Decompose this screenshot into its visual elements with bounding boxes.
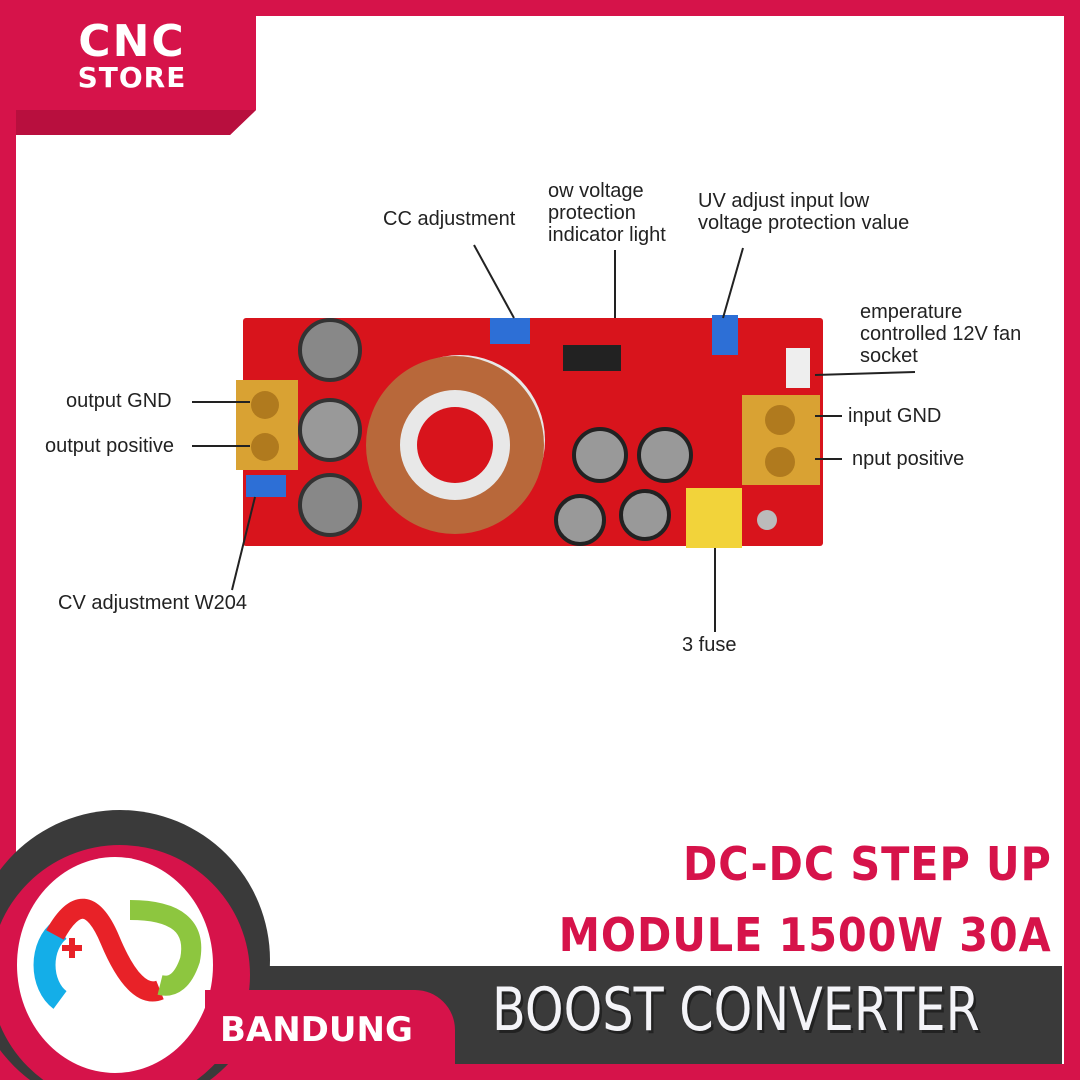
label-line: emperature <box>860 301 963 323</box>
product-title-line2: MODULE 1500W 30A <box>559 908 1052 962</box>
label-line: controlled 12V fan <box>860 323 1022 345</box>
label-line: UV adjust input low <box>698 190 870 212</box>
fuses <box>686 488 742 548</box>
label-line: protection <box>548 202 636 224</box>
boost-converter-board <box>236 315 823 548</box>
label-low-voltage-indicator: ow voltage protection indicator light <box>548 180 666 246</box>
leader-lines <box>192 244 916 632</box>
brand-logo: CNC STORE <box>62 20 202 92</box>
label-line: voltage protection value <box>698 212 910 234</box>
location-tab <box>205 990 455 1064</box>
label-line: ow voltage <box>548 180 644 202</box>
label-line: indicator light <box>548 224 666 246</box>
label-fuse: 3 fuse <box>682 634 737 656</box>
label-line: socket <box>860 345 918 367</box>
cc-potentiometer <box>490 318 530 344</box>
label-input-positive: nput positive <box>852 448 965 470</box>
label-output-positive: output positive <box>45 435 174 457</box>
location-label: BANDUNG <box>220 1010 413 1050</box>
label-cc-adjustment: CC adjustment <box>383 208 516 230</box>
label-cv-adjustment: CV adjustment W204 <box>58 592 247 614</box>
brand-line1: CNC <box>78 16 186 67</box>
product-subtitle: BOOST CONVERTER <box>492 975 980 1045</box>
label-fan-socket: emperature controlled 12V fan socket <box>860 301 1021 367</box>
toroid-inductor <box>366 356 544 534</box>
store-logo <box>33 898 202 1009</box>
brand-banner <box>16 16 256 135</box>
label-uv-adjust: UV adjust input low voltage protection v… <box>698 190 909 234</box>
product-title-line1: DC-DC STEP UP <box>683 837 1052 891</box>
cv-potentiometer <box>246 475 286 497</box>
label-input-gnd: input GND <box>848 405 942 427</box>
label-output-gnd: output GND <box>66 390 172 412</box>
uv-potentiometer <box>712 315 738 355</box>
brand-line2: STORE <box>77 61 187 94</box>
